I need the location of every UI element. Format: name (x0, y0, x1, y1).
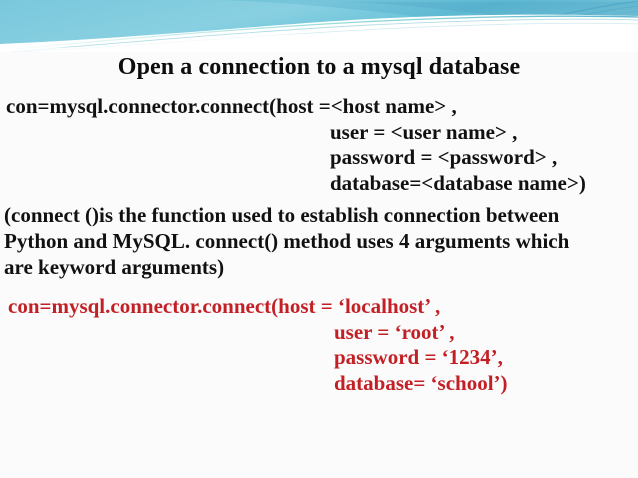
syntax-code-block: con=mysql.connector.connect(host =<host … (0, 94, 638, 196)
wave-graphic (0, 0, 638, 52)
slide-body: con=mysql.connector.connect(host =<host … (0, 94, 638, 396)
example-line: password = ‘1234’, (334, 345, 503, 369)
syntax-line: password = <password> , (330, 145, 558, 169)
note-line: (connect ()is the function used to estab… (4, 203, 560, 227)
decorative-wave-banner (0, 0, 638, 52)
syntax-line: database=<database name>) (330, 170, 586, 195)
example-line: database= ‘school’) (334, 370, 508, 395)
explanation-note: (connect ()is the function used to estab… (0, 202, 638, 280)
syntax-line: user = <user name> , (330, 119, 518, 144)
syntax-line: con=mysql.connector.connect(host =<host … (6, 94, 457, 118)
example-line: con=mysql.connector.connect(host = ‘loca… (8, 294, 441, 318)
slide-title: Open a connection to a mysql database (117, 54, 521, 80)
note-line: Python and MySQL. connect() method uses … (4, 229, 570, 253)
example-line: user = ‘root’ , (334, 319, 455, 344)
example-code-block: con=mysql.connector.connect(host = ‘loca… (0, 294, 638, 396)
spacer (0, 280, 638, 294)
note-line: are keyword arguments) (4, 255, 225, 279)
